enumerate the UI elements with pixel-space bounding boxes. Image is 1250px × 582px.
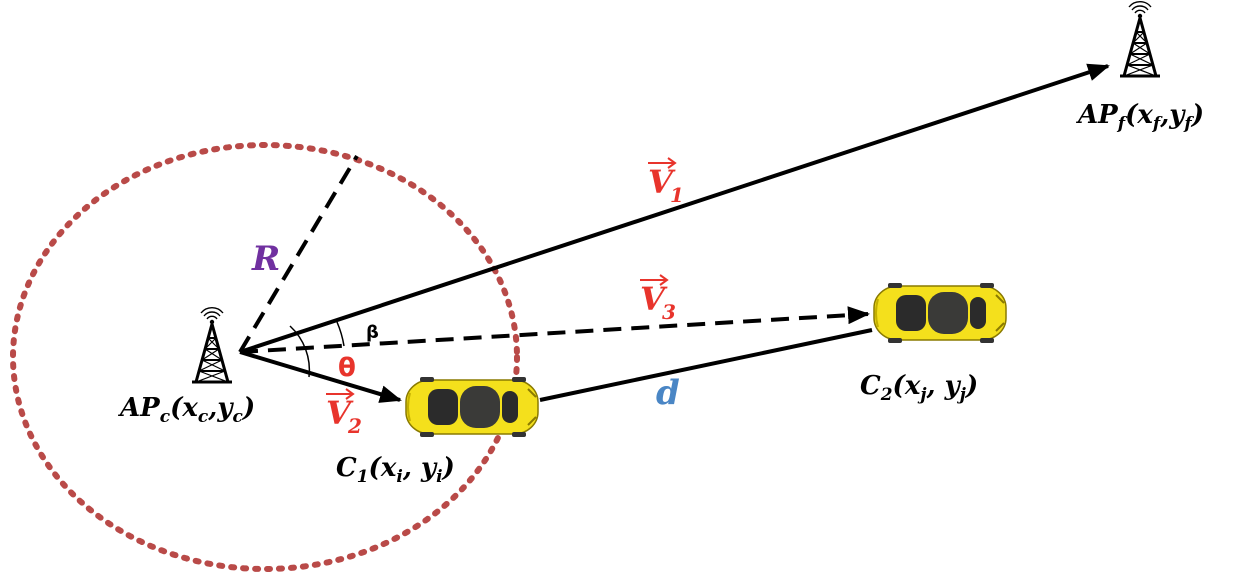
svg-text:2: 2 (347, 414, 362, 438)
v3-label: V 3 (640, 274, 676, 324)
v1-label: V 1 (648, 157, 684, 207)
car-1-label: C1(xi, yi) (336, 453, 455, 487)
distance-label: d (656, 373, 680, 413)
v2-label: V 2 (326, 388, 362, 438)
car-2-label: C2(xj, yj) (860, 371, 978, 405)
svg-text:C2(xj, yj): C2(xj, yj) (860, 371, 978, 405)
beta-label: β (366, 322, 379, 343)
theta-angle-arc (289, 325, 311, 378)
radius-label: R (251, 239, 280, 279)
svg-text:1: 1 (670, 183, 684, 207)
svg-text:V: V (326, 394, 354, 432)
svg-text:V: V (640, 280, 668, 318)
svg-text:V: V (648, 163, 676, 201)
ap-future-label: APf(xf,yf) (1075, 100, 1204, 134)
coverage-circle (10, 142, 520, 572)
car-2-icon (873, 282, 1007, 344)
future-ap-tower-icon (1118, 0, 1162, 78)
svg-text:APc(xc,yc): APc(xc,yc) (117, 393, 255, 427)
distance-line (539, 328, 873, 402)
svg-text:3: 3 (662, 300, 676, 324)
vector-v1 (239, 63, 1110, 354)
svg-text:APf(xf,yf): APf(xf,yf) (1075, 100, 1204, 134)
ap-current-label: APc(xc,yc) (117, 393, 255, 427)
radius-line (238, 154, 359, 354)
beta-angle-arc (336, 321, 345, 347)
theta-label: θ (338, 353, 356, 383)
car-1-icon (405, 376, 539, 438)
svg-text:C1(xi, yi): C1(xi, yi) (336, 453, 455, 487)
vector-v3 (239, 306, 870, 354)
vector-v2 (239, 350, 402, 403)
current-ap-tower-icon (190, 306, 234, 384)
